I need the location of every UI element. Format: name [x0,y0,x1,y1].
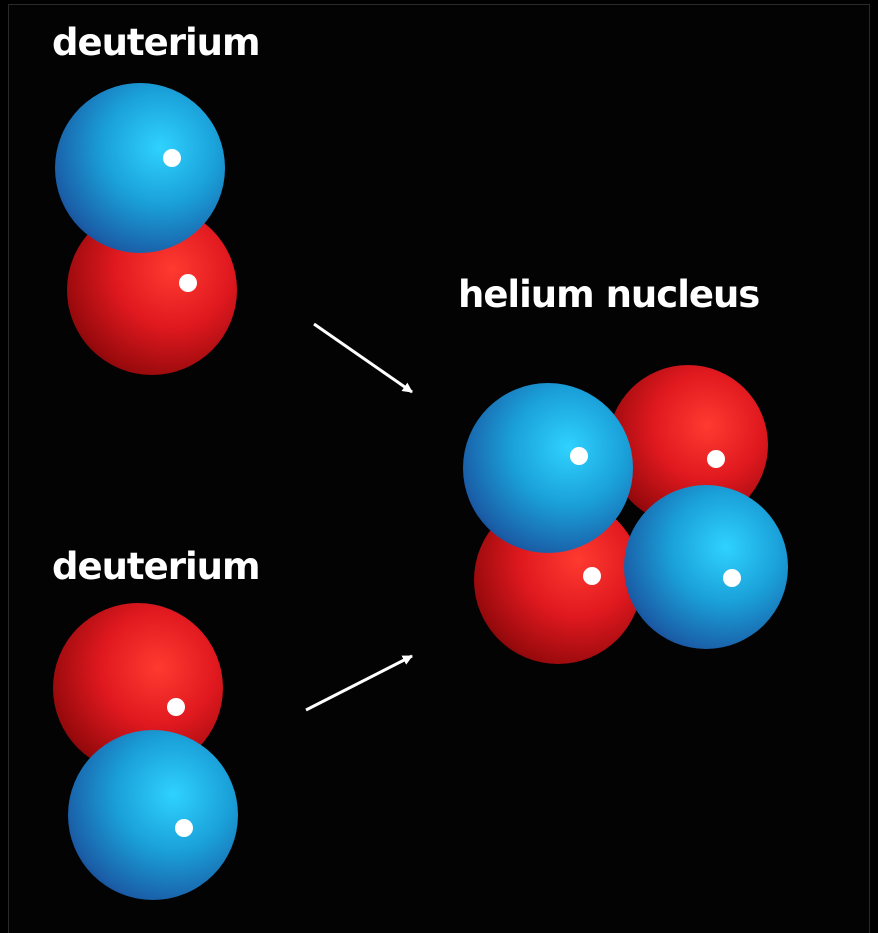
helium-nucleus [463,365,788,664]
neutron-sphere [68,730,238,900]
neutron-sphere [624,485,788,649]
neutron-sphere [463,383,633,553]
arrow-icon [306,656,412,710]
deuterium-top-nucleus [55,83,237,375]
neutron-sphere [55,83,225,253]
arrow-icon [314,324,412,392]
deuterium-bottom-nucleus [53,603,238,900]
